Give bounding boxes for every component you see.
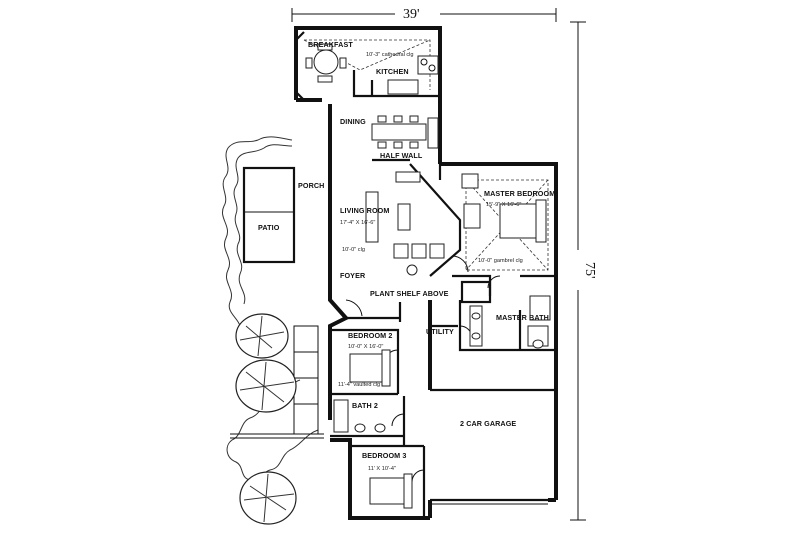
master-ceiling-label: 10'-0" gambrel clg	[478, 258, 523, 264]
width-dimension: 39'	[291, 7, 557, 22]
bath2-fixtures	[333, 399, 386, 433]
master-size-label: 15'-9" X 16'-6"	[486, 202, 521, 208]
master-bath-label: MASTER BATH	[496, 313, 549, 322]
half-wall-label: HALF WALL	[380, 151, 423, 160]
utility-label: UTILITY	[426, 327, 454, 336]
bedroom2-size-label: 10'-0" X 16'-0"	[348, 344, 383, 350]
bedroom2-bed	[349, 349, 391, 387]
bedroom3-size-label: 11' X 10'-4"	[368, 466, 396, 472]
landscape-trees	[235, 313, 297, 525]
porch-label: PORCH	[298, 181, 324, 190]
bedroom2-ceiling-label: 11'-4" vaulted clg	[338, 382, 380, 388]
living-ceiling-label: 10'-0" clg	[342, 247, 365, 253]
foyer-label: FOYER	[340, 271, 366, 280]
master-bed	[461, 173, 547, 243]
garage-label: 2 CAR GARAGE	[460, 419, 516, 428]
depth-dimension-label: 75'	[582, 262, 597, 279]
kitchen-ceiling-label: 10'-3" cathedral clg	[366, 52, 414, 58]
dining-label: DINING	[340, 117, 366, 126]
bedroom2-label: BEDROOM 2	[348, 331, 392, 340]
master-bedroom-label: MASTER BEDROOM	[484, 189, 555, 198]
bedroom3-label: BEDROOM 3	[362, 451, 406, 460]
living-room-label: LIVING ROOM	[340, 206, 389, 215]
living-size-label: 17'-4" X 16'-6"	[340, 220, 375, 226]
master-bath-fixtures	[469, 295, 551, 349]
interior-walls	[295, 31, 556, 518]
kitchen-appliances	[387, 55, 439, 95]
exterior-walls	[294, 26, 558, 520]
patio-label: PATIO	[258, 223, 280, 232]
plant-shelf-label: PLANT SHELF ABOVE	[370, 289, 449, 298]
bath2-label: BATH 2	[352, 401, 378, 410]
patio: PATIO	[242, 166, 296, 264]
garage-door	[430, 498, 548, 505]
breakfast-table	[305, 43, 347, 83]
living-furniture	[365, 171, 445, 276]
dining-table	[371, 115, 439, 149]
width-dimension-label: 39'	[403, 7, 420, 22]
room-labels: BREAKFAST 10'-3" cathedral clg KITCHEN D…	[298, 40, 555, 472]
kitchen-label: KITCHEN	[376, 67, 409, 76]
bedroom3-bed	[369, 473, 413, 509]
breakfast-label: BREAKFAST	[308, 40, 353, 49]
depth-dimension: 75'	[570, 21, 597, 521]
